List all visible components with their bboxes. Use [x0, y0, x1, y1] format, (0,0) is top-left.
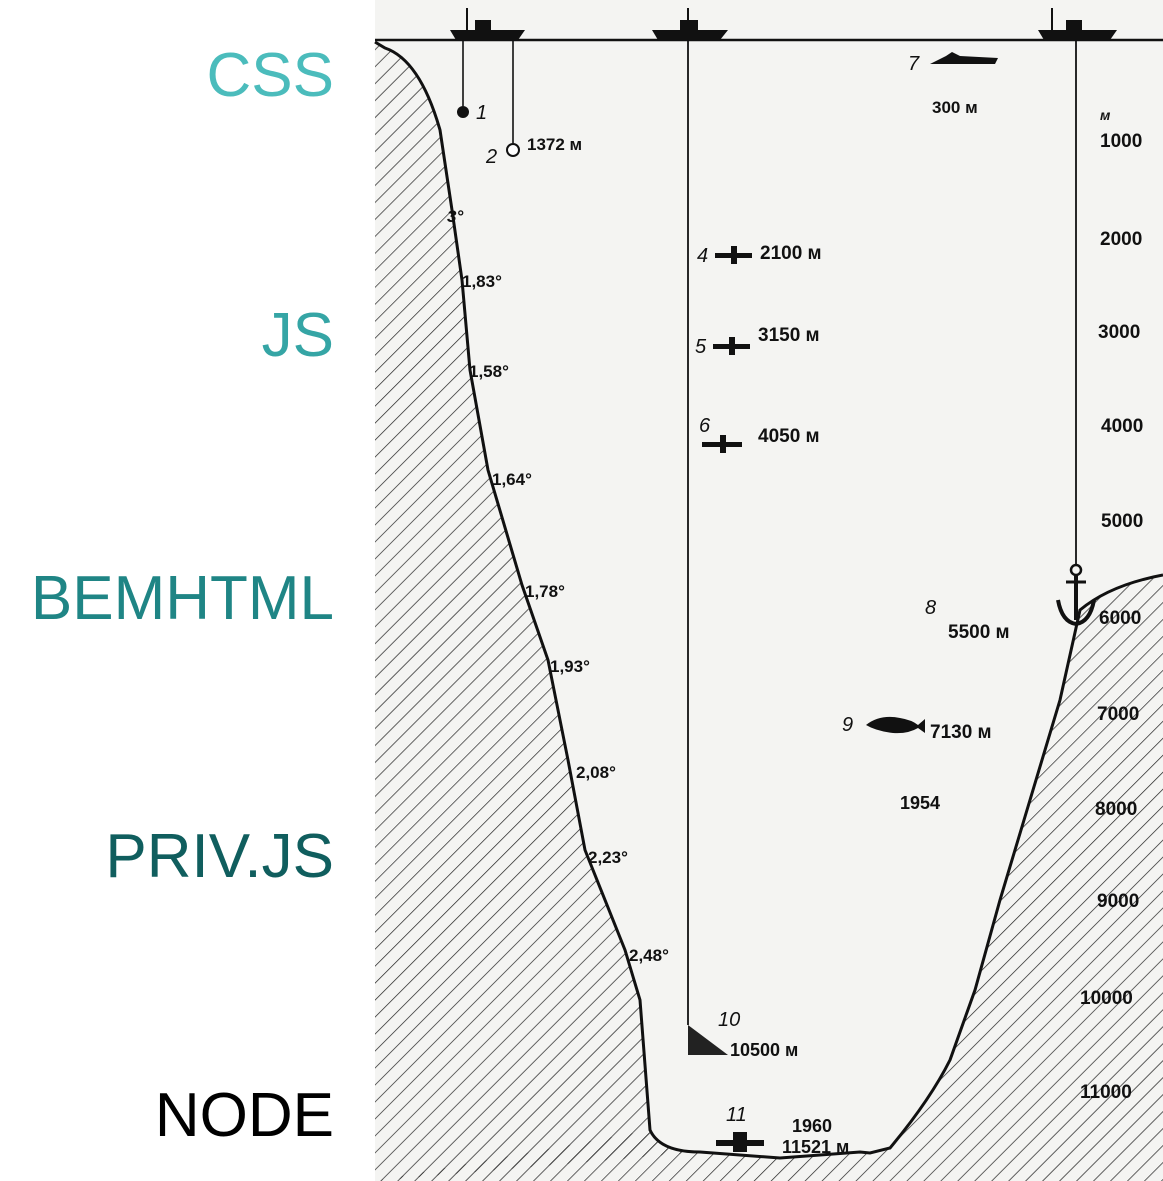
depth-tick-label: 8000 [1095, 799, 1137, 820]
slope-angle-label: 1,78° [525, 582, 565, 601]
marker-depth: 300 м [932, 98, 978, 117]
weight-10-icon [688, 1025, 728, 1055]
marker-number: 10 [718, 1009, 740, 1031]
slope-angle-label: 1,64° [492, 470, 532, 489]
marker-number: 4 [697, 245, 708, 267]
slope-angle-label: 2,08° [576, 763, 616, 782]
seabed-profile [374, 40, 1163, 1160]
depth-tick-label: 9000 [1097, 891, 1139, 912]
slope-angle-label: 1,93° [550, 657, 590, 676]
year-label: 1960 [792, 1116, 832, 1136]
depth-tick-label: 5000 [1101, 511, 1143, 532]
marker-number: 1 [476, 102, 487, 124]
depth-tick-label: 6000 [1099, 608, 1141, 629]
marker-labels: 1 2 1372 м 4 2100 м 5 3150 м 6 4050 м 7 … [476, 53, 1010, 1157]
bathysphere-2-icon [506, 143, 520, 157]
fish-9-icon [866, 716, 925, 734]
layer-label-bemhtml: BEMHTML [30, 564, 334, 633]
marker-number: 11 [726, 1104, 747, 1126]
left-slope [375, 42, 700, 1181]
bathysphere-1-icon [457, 106, 469, 118]
depth-tick-label: 10000 [1080, 988, 1133, 1009]
marker-depth: 10500 м [730, 1040, 798, 1060]
marker-number: 2 [485, 146, 497, 168]
slope-angle-label: 3° [447, 207, 463, 226]
depth-tick-label: 7000 [1097, 704, 1139, 725]
ocean-trench-diagram: м 1000 2000 3000 4000 5000 6000 7000 800… [374, 0, 1163, 1181]
slope-angle-label: 2,48° [629, 946, 669, 965]
marker-number: 9 [842, 714, 853, 736]
depth-tick-label: 3000 [1098, 322, 1140, 343]
marker-depth: 2100 м [760, 243, 822, 264]
marker-number: 6 [699, 415, 711, 437]
slope-angle-label: 2,23° [588, 848, 628, 867]
marker-depth: 11521 м [782, 1137, 849, 1157]
slope-angle-label: 1,58° [469, 362, 509, 381]
layer-label-node: NODE [154, 1081, 334, 1150]
anchor-icon [1056, 563, 1096, 627]
bathyscaphe-4-icon [715, 246, 752, 264]
ship-icon [652, 8, 728, 40]
marker-number: 8 [925, 597, 936, 619]
ship-icon [1038, 8, 1117, 40]
depth-tick-label: 2000 [1100, 229, 1142, 250]
marker-depth: 1372 м [527, 135, 582, 154]
layer-label-css: CSS [206, 41, 334, 110]
bathyscaphe-11-icon [716, 1132, 764, 1152]
layer-label-js: JS [261, 301, 334, 370]
marker-depth: 5500 м [948, 622, 1010, 643]
marker-depth: 7130 м [930, 722, 992, 743]
layer-label-privjs: PRIV.JS [105, 822, 334, 891]
depth-tick-label: 11000 [1080, 1082, 1132, 1103]
depth-unit-label: м [1100, 107, 1111, 123]
depth-tick-label: 1000 [1100, 131, 1142, 152]
marker-number: 5 [695, 336, 707, 358]
marker-depth: 3150 м [758, 325, 820, 346]
trench-floor-fill [375, 1060, 1163, 1181]
year-label: 1954 [900, 793, 940, 813]
bathyscaphe-5-icon [713, 337, 750, 355]
submarine-7-icon [930, 52, 998, 64]
bathyscaphe-6-icon [702, 435, 742, 453]
right-slope [950, 575, 1163, 1060]
marker-depth: 4050 м [758, 426, 820, 447]
depth-tick-label: 4000 [1101, 416, 1143, 437]
slope-angle-labels: 3° 1,83° 1,58° 1,64° 1,78° 1,93° 2,08° 2… [447, 207, 669, 965]
depth-scale: 1000 2000 3000 4000 5000 6000 7000 8000 … [1080, 131, 1143, 1103]
slope-angle-label: 1,83° [462, 272, 502, 291]
ship-icon [450, 8, 525, 40]
marker-number: 7 [908, 53, 920, 75]
